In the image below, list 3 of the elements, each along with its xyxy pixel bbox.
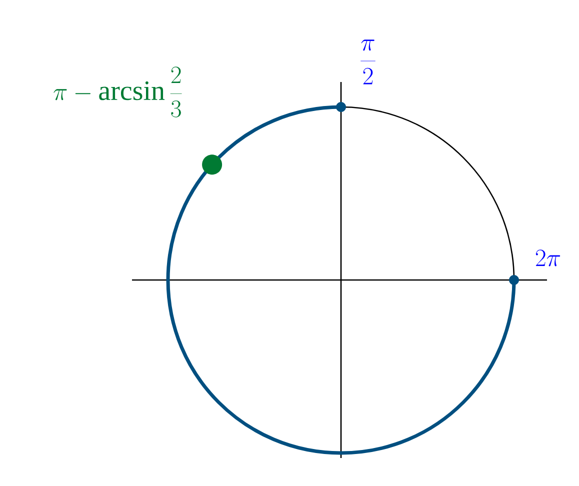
angle-label: $\pi - \arcsin \frac{2}{3}$ <box>54 66 182 118</box>
angle-label: $2\pi$ <box>536 250 560 266</box>
angle-label: $\frac{\pi}{2}$ <box>360 40 376 84</box>
